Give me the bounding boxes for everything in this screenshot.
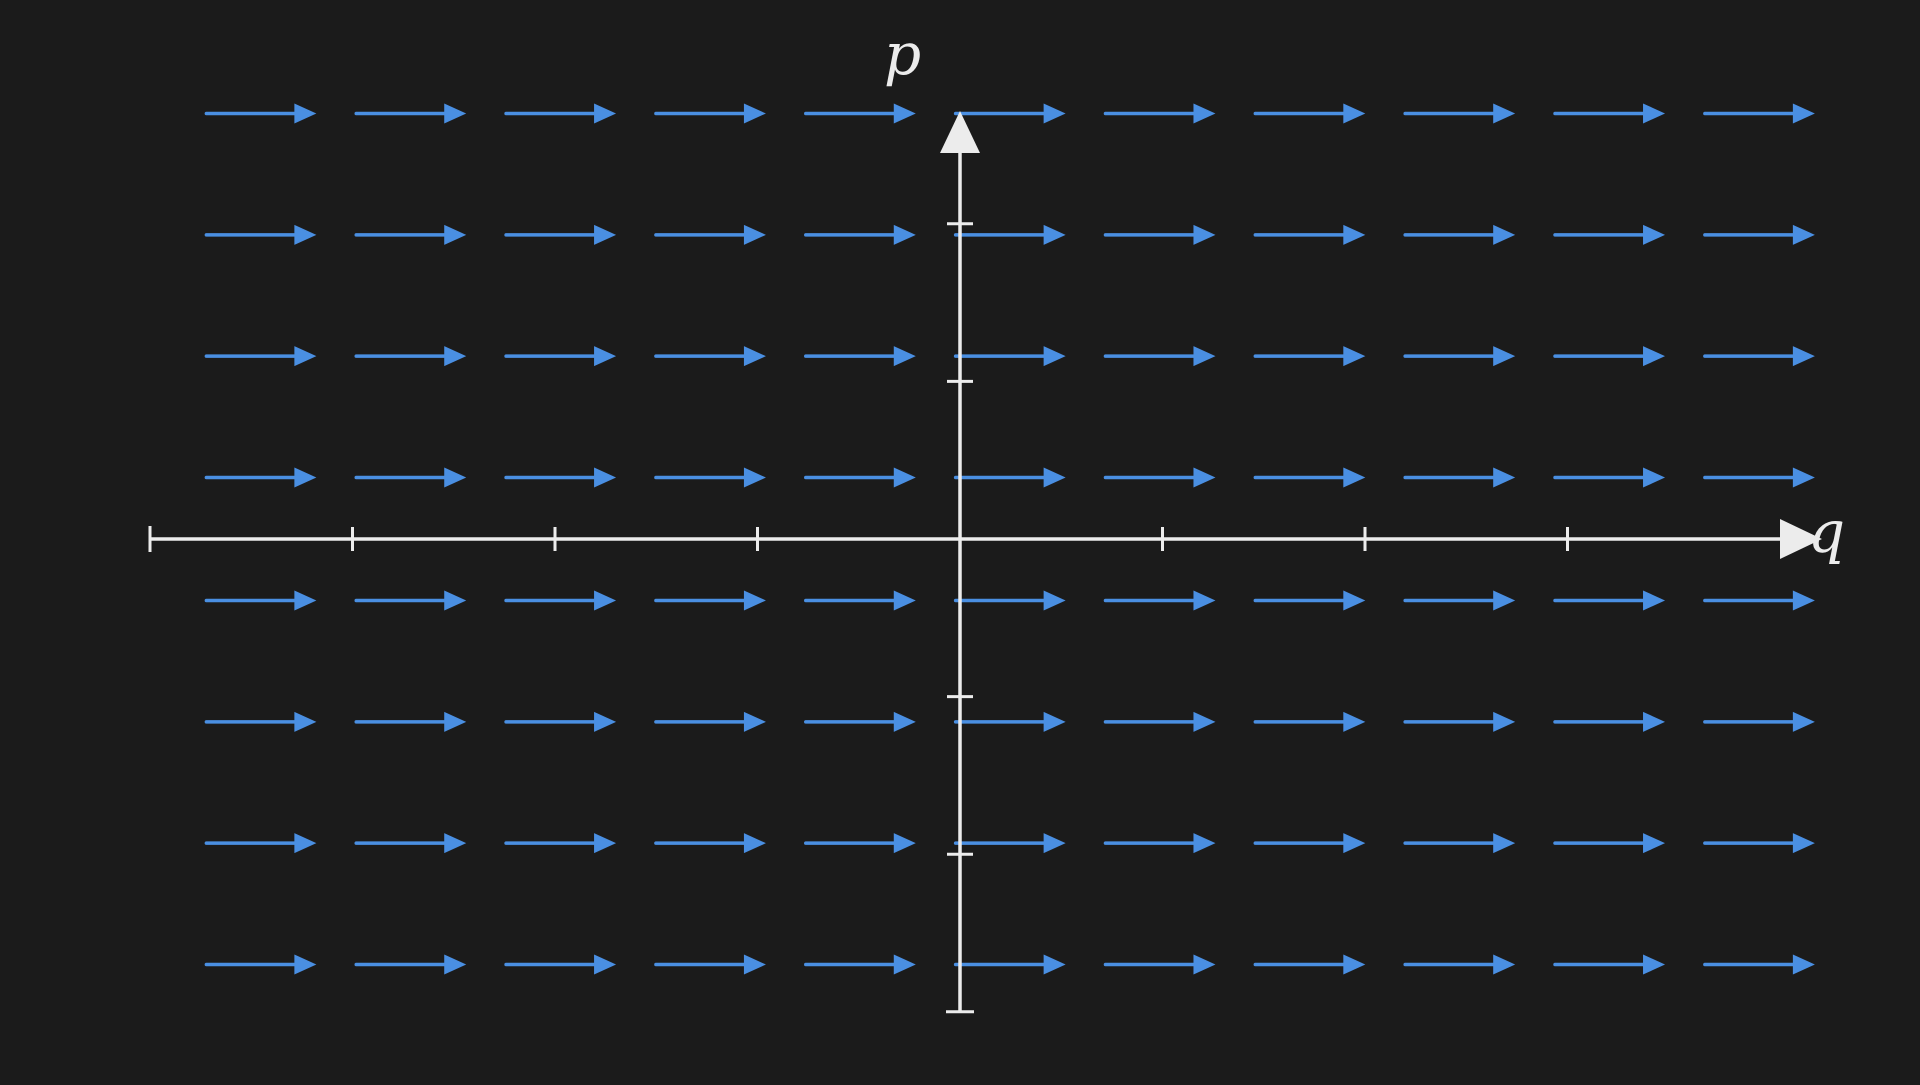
field-arrow bbox=[654, 711, 766, 732]
field-arrow bbox=[204, 954, 317, 975]
field-arrow bbox=[1553, 711, 1666, 732]
field-arrow bbox=[804, 711, 916, 732]
field-arrow bbox=[1403, 711, 1516, 732]
field-arrow bbox=[354, 346, 467, 367]
field-arrow bbox=[1703, 467, 1815, 488]
field-arrow bbox=[804, 224, 916, 245]
field-arrow bbox=[504, 103, 617, 124]
field-arrow bbox=[1703, 954, 1815, 975]
field-arrow bbox=[204, 346, 317, 367]
field-arrow bbox=[1103, 590, 1216, 611]
field-arrow bbox=[1703, 224, 1815, 245]
field-arrow bbox=[654, 103, 766, 124]
field-arrow bbox=[1553, 467, 1666, 488]
field-arrow bbox=[504, 711, 617, 732]
field-arrow bbox=[953, 103, 1066, 124]
field-arrow bbox=[1553, 833, 1666, 854]
field-arrow bbox=[1253, 833, 1366, 854]
field-arrow bbox=[1253, 346, 1366, 367]
field-arrow bbox=[953, 590, 1066, 611]
field-arrow bbox=[654, 954, 766, 975]
field-arrow bbox=[1553, 224, 1666, 245]
y-axis-arrowhead bbox=[940, 111, 980, 153]
field-arrow bbox=[1103, 954, 1216, 975]
field-arrow bbox=[504, 467, 617, 488]
field-arrow bbox=[1253, 224, 1366, 245]
field-arrow bbox=[953, 833, 1066, 854]
field-arrow bbox=[354, 711, 467, 732]
vector-field bbox=[204, 103, 1815, 975]
field-arrow bbox=[204, 103, 317, 124]
field-arrow bbox=[354, 103, 467, 124]
field-arrow bbox=[1253, 711, 1366, 732]
field-arrow bbox=[1403, 467, 1516, 488]
field-arrow bbox=[354, 833, 467, 854]
field-arrow bbox=[504, 833, 617, 854]
field-arrow bbox=[204, 833, 317, 854]
field-arrow bbox=[804, 954, 916, 975]
field-arrow bbox=[1253, 590, 1366, 611]
field-arrow bbox=[804, 103, 916, 124]
field-arrow bbox=[953, 467, 1066, 488]
field-arrow bbox=[1103, 224, 1216, 245]
field-arrow bbox=[504, 224, 617, 245]
field-arrow bbox=[654, 833, 766, 854]
field-arrow bbox=[1103, 467, 1216, 488]
field-arrow bbox=[1253, 467, 1366, 488]
x-axis-label: q bbox=[1808, 498, 1845, 566]
field-arrow bbox=[1703, 590, 1815, 611]
field-arrow bbox=[654, 346, 766, 367]
field-arrow bbox=[1553, 590, 1666, 611]
field-arrow bbox=[354, 467, 467, 488]
y-axis bbox=[940, 111, 980, 1014]
field-arrow bbox=[1403, 224, 1516, 245]
field-arrow bbox=[1103, 833, 1216, 854]
field-arrow bbox=[1703, 711, 1815, 732]
field-arrow bbox=[654, 467, 766, 488]
field-arrow bbox=[1703, 833, 1815, 854]
x-axis bbox=[148, 519, 1822, 559]
field-arrow bbox=[1253, 954, 1366, 975]
field-arrow bbox=[953, 711, 1066, 732]
field-arrow bbox=[1403, 954, 1516, 975]
field-arrow bbox=[1403, 103, 1516, 124]
field-arrow bbox=[953, 346, 1066, 367]
field-arrow bbox=[204, 467, 317, 488]
field-arrow bbox=[804, 346, 916, 367]
field-arrow bbox=[654, 590, 766, 611]
axes bbox=[148, 111, 1822, 1014]
field-arrow bbox=[804, 833, 916, 854]
field-arrow bbox=[804, 467, 916, 488]
field-arrow bbox=[1403, 590, 1516, 611]
field-arrow bbox=[1253, 103, 1366, 124]
field-arrow bbox=[204, 590, 317, 611]
field-arrow bbox=[504, 346, 617, 367]
field-arrow bbox=[354, 224, 467, 245]
field-arrow bbox=[1703, 103, 1815, 124]
field-arrow bbox=[504, 590, 617, 611]
field-arrow bbox=[204, 224, 317, 245]
field-arrow bbox=[953, 224, 1066, 245]
field-arrow bbox=[1553, 346, 1666, 367]
field-arrow bbox=[953, 954, 1066, 975]
x-axis-arrowhead bbox=[1780, 519, 1822, 559]
field-arrow bbox=[1403, 346, 1516, 367]
field-arrow bbox=[1403, 833, 1516, 854]
field-arrow bbox=[1103, 346, 1216, 367]
field-arrow bbox=[1103, 711, 1216, 732]
field-arrow bbox=[654, 224, 766, 245]
field-arrow bbox=[354, 590, 467, 611]
field-arrow bbox=[1703, 346, 1815, 367]
y-axis-label: p bbox=[884, 20, 921, 88]
field-arrow bbox=[1553, 103, 1666, 124]
field-arrow bbox=[504, 954, 617, 975]
field-arrow bbox=[354, 954, 467, 975]
field-arrow bbox=[204, 711, 317, 732]
field-arrow bbox=[804, 590, 916, 611]
field-arrow bbox=[1553, 954, 1666, 975]
field-arrow bbox=[1103, 103, 1216, 124]
